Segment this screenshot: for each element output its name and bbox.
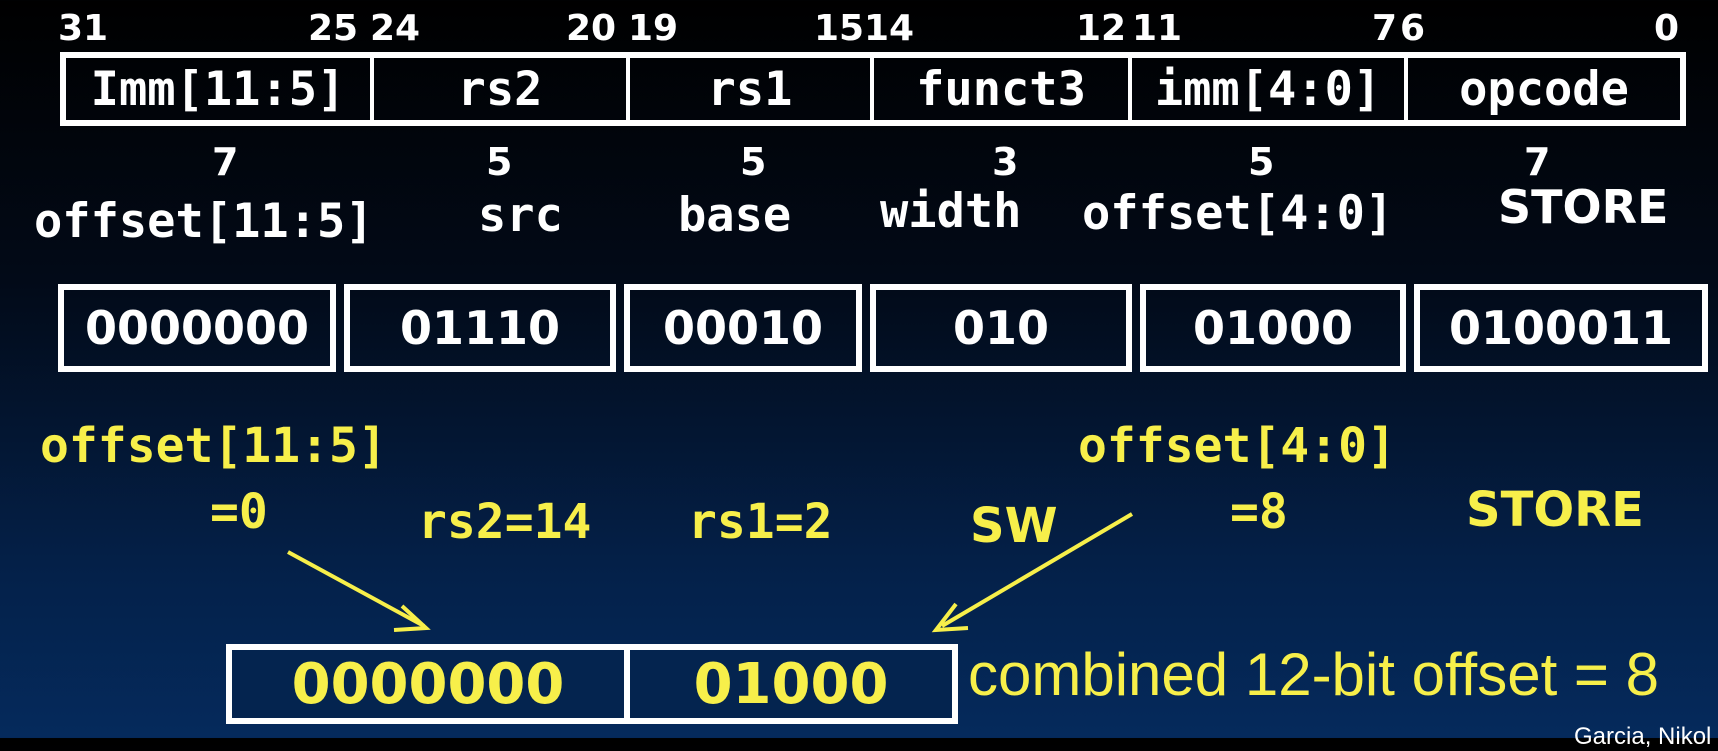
width-opcode: 7 [1524,140,1551,184]
width-imm-4-0: 5 [1248,140,1275,184]
value-rs2: 01110 [344,284,616,372]
value-imm-4-0: 01000 [1140,284,1406,372]
bit-position-7: 7 [1372,8,1398,49]
arrow-head-offset-lo [931,602,969,633]
meaning-base: base [678,188,792,243]
combined-offset-label: combined 12-bit offset = 8 [968,641,1659,708]
bit-position-15: 15 [814,8,865,49]
width-funct3: 3 [992,140,1019,184]
combined-offset-hi: 0000000 [232,650,630,718]
annotation-offset-lo-value: =8 [1230,484,1288,540]
credit-text: Garcia, Nikol [1574,723,1712,750]
bit-position-11: 11 [1132,8,1183,49]
value-opcode: 0100011 [1414,284,1708,372]
annotation-offset-lo-label: offset[4:0] [1078,418,1396,474]
field-imm-4-0: imm[4:0] [1132,58,1408,120]
annotation-store: STORE [1466,482,1644,538]
annotation-offset-hi-label: offset[11:5] [40,418,387,474]
value-rs1: 00010 [624,284,862,372]
value-funct3: 010 [870,284,1132,372]
meaning-offset-11-5: offset[11:5] [34,194,374,249]
arrow-offset-lo [940,512,1134,628]
annotation-rs1: rs1=2 [688,494,833,550]
field-opcode: opcode [1459,61,1629,117]
bit-position-0: 0 [1654,8,1680,49]
meaning-store: STORE [1498,180,1669,234]
width-imm-11-5: 7 [212,140,239,184]
annotation-rs2: rs2=14 [418,494,592,550]
combined-offset-lo: 01000 [693,651,889,717]
arrow-head-offset-hi [393,604,431,632]
bit-position-19: 19 [628,8,679,49]
bit-position-24: 24 [370,8,421,49]
arrow-offset-hi [287,550,425,628]
value-imm-11-5: 0000000 [58,284,336,372]
instruction-format-row: Imm[11:5] rs2 rs1 funct3 imm[4:0] opcode [60,52,1686,126]
bit-position-20: 20 [566,8,617,49]
bit-position-6: 6 [1400,8,1426,49]
annotation-offset-hi-value: =0 [210,484,268,540]
bit-position-25: 25 [308,8,359,49]
combined-offset-box: 0000000 01000 [226,644,958,724]
field-imm-11-5: Imm[11:5] [66,58,374,120]
field-funct3: funct3 [874,58,1132,120]
field-rs1: rs1 [630,58,874,120]
width-rs2: 5 [486,140,513,184]
meaning-offset-4-0: offset[4:0] [1082,186,1394,241]
field-rs2: rs2 [374,58,630,120]
width-rs1: 5 [740,140,767,184]
bit-position-12: 12 [1076,8,1127,49]
bit-position-31: 31 [58,8,109,49]
binary-values-row: 0000000 01110 00010 010 01000 0100011 [58,284,1708,372]
bit-position-14: 14 [864,8,915,49]
meaning-src: src [478,188,563,243]
annotation-sw: SW [970,498,1058,554]
meaning-width: width [880,184,1022,239]
